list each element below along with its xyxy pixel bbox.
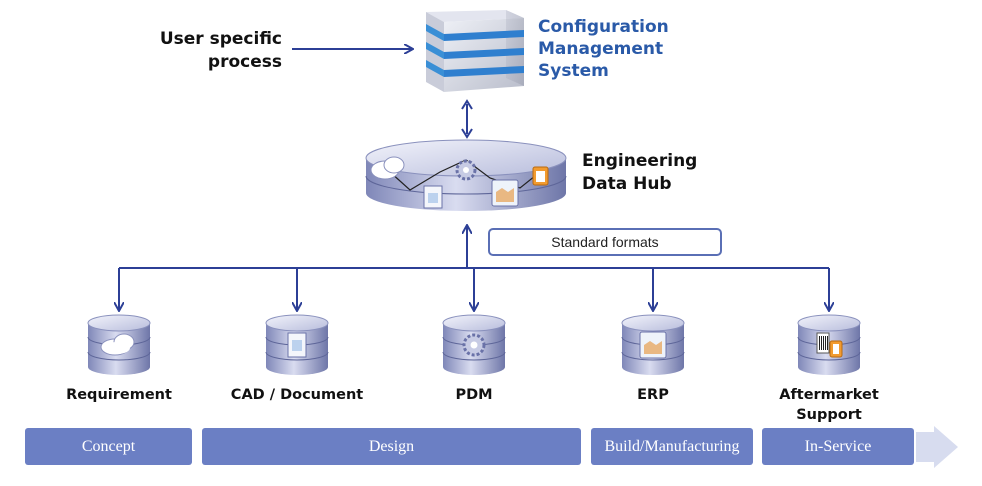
hub-document-icon (423, 185, 443, 209)
cms-title-line3: System (538, 61, 609, 81)
db-cylinder-0 (87, 314, 151, 375)
phase-concept: Concept (25, 428, 192, 465)
barcode-clipboard-icon (816, 332, 843, 358)
user-process-line1: User specific (159, 29, 282, 49)
document-icon (287, 332, 307, 358)
phase-design: Design (202, 428, 581, 465)
hub-cloud-icon (370, 156, 405, 180)
cms-title-line1: Configuration (538, 17, 669, 37)
system-label-pdm: PDM (455, 387, 493, 403)
phase-in-service: In-Service (762, 428, 914, 465)
system-label-aftermarket: Aftermarket Support (779, 387, 879, 423)
phase-build-manufacturing: Build/Manufacturing (591, 428, 753, 465)
standard-formats-label: Standard formats (551, 234, 659, 250)
connector-tree (119, 226, 829, 310)
database-cylinders (87, 314, 861, 375)
lifecycle-arrow-tip (916, 426, 958, 468)
db-cylinder-2 (442, 314, 506, 375)
hub-title: Engineering Data Hub (582, 150, 697, 196)
factory-icon (639, 331, 667, 359)
standard-formats-box: Standard formats (488, 228, 722, 256)
hub-gear-icon (455, 159, 477, 181)
user-process-line2: process (207, 52, 282, 72)
cms-title-line2: Management (538, 39, 664, 59)
cloud-icon (100, 333, 135, 356)
gear-icon (462, 333, 486, 357)
cms-server-icon (426, 10, 524, 92)
db-cylinder-1 (265, 314, 329, 375)
db-cylinder-3 (621, 314, 685, 375)
system-label-requirement: Requirement (66, 387, 172, 403)
cms-title: Configuration Management System (538, 16, 669, 82)
hub-title-line2: Data Hub (582, 174, 672, 194)
cms-hub-link (461, 99, 473, 139)
hub-factory-icon (491, 179, 519, 207)
system-label-erp: ERP (637, 387, 669, 403)
system-label-cad-document: CAD / Document (230, 387, 364, 403)
user-process-label: User specific process (150, 28, 282, 74)
db-cylinder-4 (797, 314, 861, 375)
hub-clipboard-icon (532, 166, 549, 186)
hub-title-line1: Engineering (582, 151, 698, 171)
